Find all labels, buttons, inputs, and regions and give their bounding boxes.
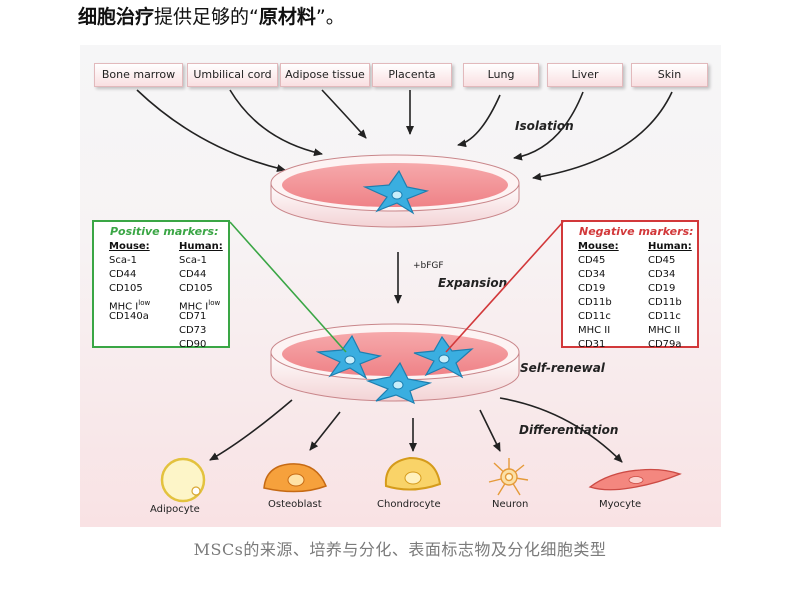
osteoblast-cell xyxy=(263,463,327,493)
negative-human-marker: CD19 xyxy=(648,283,676,294)
positive-mouse-column: Mouse: Sca-1 CD44 CD105 MHC Ilow CD140a xyxy=(109,240,150,324)
source-umbilical-cord: Umbilical cord xyxy=(187,63,278,87)
arrow-to-osteoblast xyxy=(309,411,341,451)
positive-mouse-marker: CD105 xyxy=(109,283,143,294)
negative-mouse-marker: CD11c xyxy=(578,311,611,322)
source-placenta: Placenta xyxy=(372,63,452,87)
label-myocyte: Myocyte xyxy=(599,499,642,510)
positive-human-marker: CD73 xyxy=(179,325,207,336)
negative-human-marker: CD79a xyxy=(648,339,682,350)
differentiation-arrows xyxy=(209,397,623,463)
negative-markers-title: Negative markers: xyxy=(579,225,694,238)
negative-human-marker: MHC II xyxy=(648,325,681,336)
arrow-from-umbilical-cord xyxy=(229,89,323,157)
source-bone-marrow: Bone marrow xyxy=(94,63,183,87)
negative-mouse-marker: CD45 xyxy=(578,255,606,266)
arrow-from-bone-marrow xyxy=(136,89,286,173)
positive-marker-connector xyxy=(229,221,347,353)
label-osteoblast: Osteoblast xyxy=(268,499,322,510)
neuron-cell xyxy=(488,458,529,496)
msc-cell-top xyxy=(362,169,430,215)
source-liver: Liver xyxy=(547,63,623,87)
positive-human-header: Human: xyxy=(179,241,223,252)
negative-human-marker: CD11b xyxy=(648,297,682,308)
positive-human-marker: CD90 xyxy=(179,339,207,350)
source-adipose-tissue: Adipose tissue xyxy=(280,63,370,87)
negative-mouse-marker: CD11b xyxy=(578,297,612,308)
negative-mouse-marker: CD31 xyxy=(578,339,606,350)
positive-mouse-marker: CD140a xyxy=(109,311,149,322)
negative-human-marker: CD34 xyxy=(648,269,676,280)
chondrocyte-cell xyxy=(384,456,442,491)
arrow-from-skin xyxy=(532,91,673,181)
msc-cell-bottom-center xyxy=(365,361,433,405)
arrow-from-liver xyxy=(513,91,584,161)
negative-mouse-marker: CD34 xyxy=(578,269,606,280)
arrow-from-adipose-tissue xyxy=(321,89,367,139)
negative-mouse-marker: CD19 xyxy=(578,283,606,294)
positive-markers-title: Positive markers: xyxy=(110,225,219,238)
positive-human-column: Human: Sca-1 CD44 CD105 MHC Ilow CD71 CD… xyxy=(179,240,223,352)
step-bfgf: +bFGF xyxy=(413,261,444,271)
negative-markers-box: Negative markers: Mouse: CD45 CD34 CD19 … xyxy=(561,220,699,350)
source-lung: Lung xyxy=(463,63,539,87)
adipocyte-cell xyxy=(160,457,206,503)
arrow-from-lung xyxy=(457,94,501,148)
positive-human-marker: CD44 xyxy=(179,269,207,280)
arrow-to-neuron xyxy=(479,409,501,452)
heading-plain: 提供足够的“ xyxy=(154,6,259,28)
positive-human-marker: CD105 xyxy=(179,283,213,294)
step-self-renewal: Self-renewal xyxy=(520,361,605,375)
label-chondrocyte: Chondrocyte xyxy=(377,499,441,510)
heading-bold-1: 细胞治疗 xyxy=(78,6,155,28)
negative-marker-connector xyxy=(445,221,564,353)
heading-end: ”。 xyxy=(315,6,345,28)
negative-mouse-header: Mouse: xyxy=(578,241,619,252)
positive-mouse-marker-mhc: MHC Ilow xyxy=(109,299,151,313)
figure-caption: MSCs的来源、培养与分化、表面标志物及分化细胞类型 xyxy=(193,540,607,559)
positive-markers-box: Positive markers: Mouse: Sca-1 CD44 CD10… xyxy=(92,220,230,350)
positive-human-marker: CD71 xyxy=(179,311,207,322)
negative-human-marker: CD11c xyxy=(648,311,681,322)
label-adipocyte: Adipocyte xyxy=(150,504,200,515)
msc-cell-bottom-right xyxy=(413,335,474,379)
label-neuron: Neuron xyxy=(492,499,529,510)
negative-human-marker: CD45 xyxy=(648,255,676,266)
step-expansion: Expansion xyxy=(438,276,508,290)
arrow-to-myocyte xyxy=(499,397,623,463)
msc-diagram: Bone marrow Umbilical cord Adipose tissu… xyxy=(80,45,721,527)
negative-mouse-column: Mouse: CD45 CD34 CD19 CD11b CD11c MHC II… xyxy=(578,240,619,352)
positive-human-marker-mhc: MHC Ilow xyxy=(179,299,221,313)
step-isolation: Isolation xyxy=(515,119,574,133)
positive-mouse-marker: Sca-1 xyxy=(109,255,137,266)
page-heading: 细胞治疗提供足够的“原材料”。 xyxy=(78,2,345,29)
myocyte-cell xyxy=(588,468,682,491)
negative-mouse-marker: MHC II xyxy=(578,325,611,336)
heading-bold-2: 原材料 xyxy=(258,6,316,28)
positive-human-marker: Sca-1 xyxy=(179,255,207,266)
step-differentiation: Differentiation xyxy=(519,423,619,437)
source-skin: Skin xyxy=(631,63,708,87)
isolation-arrows xyxy=(136,89,673,181)
positive-mouse-marker: CD44 xyxy=(109,269,137,280)
negative-human-header: Human: xyxy=(648,241,692,252)
msc-cell-bottom-left xyxy=(315,334,383,380)
arrow-to-adipocyte xyxy=(209,399,293,461)
positive-mouse-header: Mouse: xyxy=(109,241,150,252)
negative-human-column: Human: CD45 CD34 CD19 CD11b CD11c MHC II… xyxy=(648,240,692,352)
